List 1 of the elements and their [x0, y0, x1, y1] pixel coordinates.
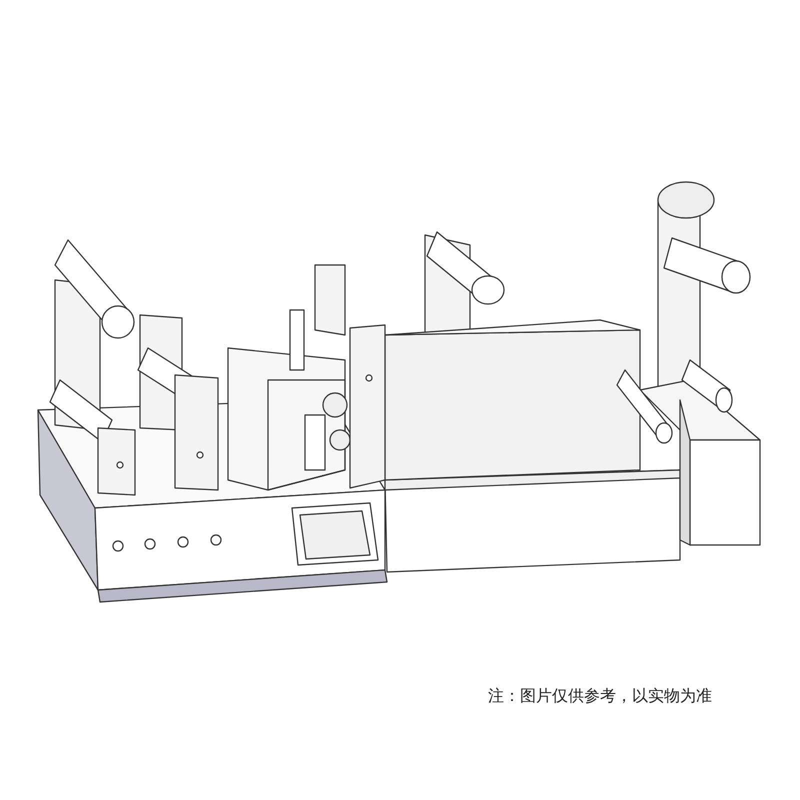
disclaimer-note: 注：图片仅供参考，以实物为准 — [488, 686, 712, 707]
